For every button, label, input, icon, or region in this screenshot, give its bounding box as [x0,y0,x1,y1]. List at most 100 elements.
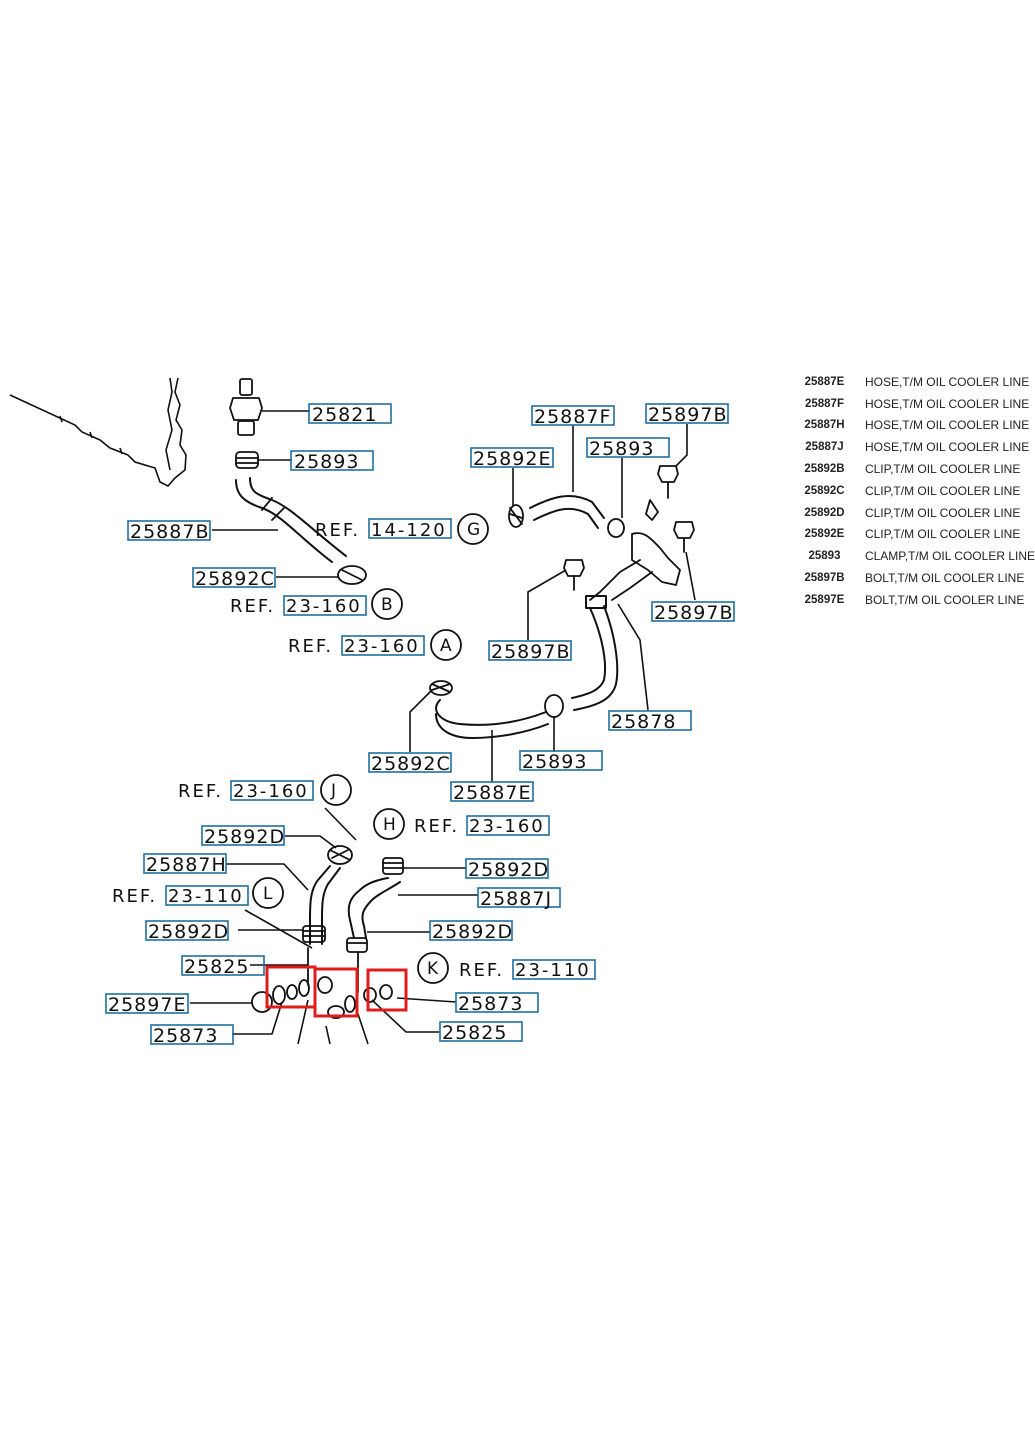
part-description: HOSE,T/M OIL COOLER LINE [864,396,1030,411]
label-25892c-low[interactable]: 25892C [368,752,452,775]
svg-text:K: K [427,959,439,979]
ref-prefix: REF. [230,596,275,617]
callout-k[interactable]: K [417,952,449,984]
svg-text:25893: 25893 [522,751,587,773]
ref-23-160-b[interactable]: REF. 23-160 [230,595,367,617]
label-25887e[interactable]: 25887E [450,781,534,804]
label-25887h[interactable]: 25887H [143,853,227,876]
label-25892e[interactable]: 25892E [470,447,554,470]
svg-text:25893: 25893 [589,438,654,460]
label-25893-mid[interactable]: 25893 [586,437,670,460]
svg-text:25892E: 25892E [473,448,551,470]
callout-g[interactable]: G [457,513,489,545]
svg-text:25821: 25821 [312,404,377,426]
svg-text:25892D: 25892D [432,921,513,943]
svg-text:25892C: 25892C [371,753,451,775]
ref-23-160-j[interactable]: REF. 23-160 [178,780,314,802]
label-25892d-r[interactable]: 25892D [429,920,513,943]
part-number: 25892E [804,528,845,541]
label-25892d-l[interactable]: 25892D [145,920,229,943]
ref-code: 14-120 [371,520,447,541]
label-25887j[interactable]: 25887J [477,887,561,910]
callout-l[interactable]: L [252,877,284,909]
label-25897b-right[interactable]: 25897B [651,601,735,624]
label-25825-top[interactable]: 25825 [181,955,265,978]
svg-text:25897B: 25897B [648,404,727,426]
label-25887f[interactable]: 25887F [531,405,615,428]
part-description: BOLT,T/M OIL COOLER LINE [864,571,1025,586]
svg-text:L: L [263,884,273,904]
part-description: CLIP,T/M OIL COOLER LINE [864,527,1021,542]
ref-23-110-l[interactable]: REF. 23-110 [112,885,249,907]
label-25892d-h[interactable]: 25892D [465,858,549,881]
ref-14-120[interactable]: REF. 14-120 [315,518,452,541]
part-number: 25887H [804,419,845,432]
svg-text:J: J [330,781,336,801]
clamp-25893-mid [607,458,625,538]
label-25873-left[interactable]: 25873 [150,1024,234,1047]
label-25897e[interactable]: 25897E [105,993,189,1016]
part-number: 25897B [804,572,845,585]
label-25892c-top[interactable]: 25892C [192,567,276,590]
svg-text:B: B [381,595,393,615]
ref-prefix: REF. [178,781,223,802]
svg-text:25825: 25825 [442,1022,507,1044]
svg-text:A: A [440,636,452,656]
svg-text:25887E: 25887E [453,782,531,804]
ref-23-160-h[interactable]: REF. 23-160 [414,815,550,837]
label-25897b-mid[interactable]: 25897B [488,640,572,663]
svg-text:25887H: 25887H [146,854,227,876]
label-25878[interactable]: 25878 [608,710,692,733]
callout-h[interactable]: H [373,808,405,840]
svg-text:25887J: 25887J [480,888,552,910]
engine-outline [9,377,187,487]
callout-b[interactable]: B [371,588,403,620]
svg-text:H: H [383,815,396,835]
ref-code: 23-160 [344,636,420,657]
highlight-box-3 [366,968,408,1012]
part-number: 25887E [804,375,845,388]
part-number: 25887J [805,441,844,454]
part-description: CLIP,T/M OIL COOLER LINE [864,505,1021,520]
ref-23-110-k[interactable]: REF. 23-110 [459,959,596,981]
callout-j[interactable]: J [320,774,352,806]
bracket-pipe [589,499,681,601]
fittings-bottom [190,947,457,1045]
label-25825-bottom[interactable]: 25825 [439,1021,523,1044]
callout-a[interactable]: A [430,629,462,661]
hose-25887h [226,863,341,945]
clip-25892d-r [346,931,430,953]
parts-row[interactable]: 25892E CLIP,T/M OIL COOLER LINE [784,524,1035,546]
label-25893-top[interactable]: 25893 [290,450,374,473]
clamp-25893-low [544,694,564,752]
bolt-25897b-mid [527,559,585,640]
label-25893-low[interactable]: 25893 [519,750,603,773]
label-25873-right[interactable]: 25873 [455,992,539,1015]
ref-prefix: REF. [459,960,504,981]
label-25892d-j[interactable]: 25892D [201,825,285,848]
svg-text:25873: 25873 [153,1025,218,1047]
svg-text:25892D: 25892D [468,859,549,881]
parts-row[interactable]: 25897B BOLT,T/M OIL COOLER LINE [784,567,1035,589]
ref-23-160-a[interactable]: REF. 23-160 [288,635,425,657]
ref-prefix: REF. [288,636,333,657]
label-25821[interactable]: 25821 [308,403,392,426]
bolt-25897b-right [673,521,696,601]
label-25887b[interactable]: 25887B [127,520,211,543]
part-description: CLIP,T/M OIL COOLER LINE [864,483,1021,498]
svg-text:25878: 25878 [611,711,676,733]
svg-text:25892D: 25892D [204,826,285,848]
label-25897b-top[interactable]: 25897B [645,403,729,426]
